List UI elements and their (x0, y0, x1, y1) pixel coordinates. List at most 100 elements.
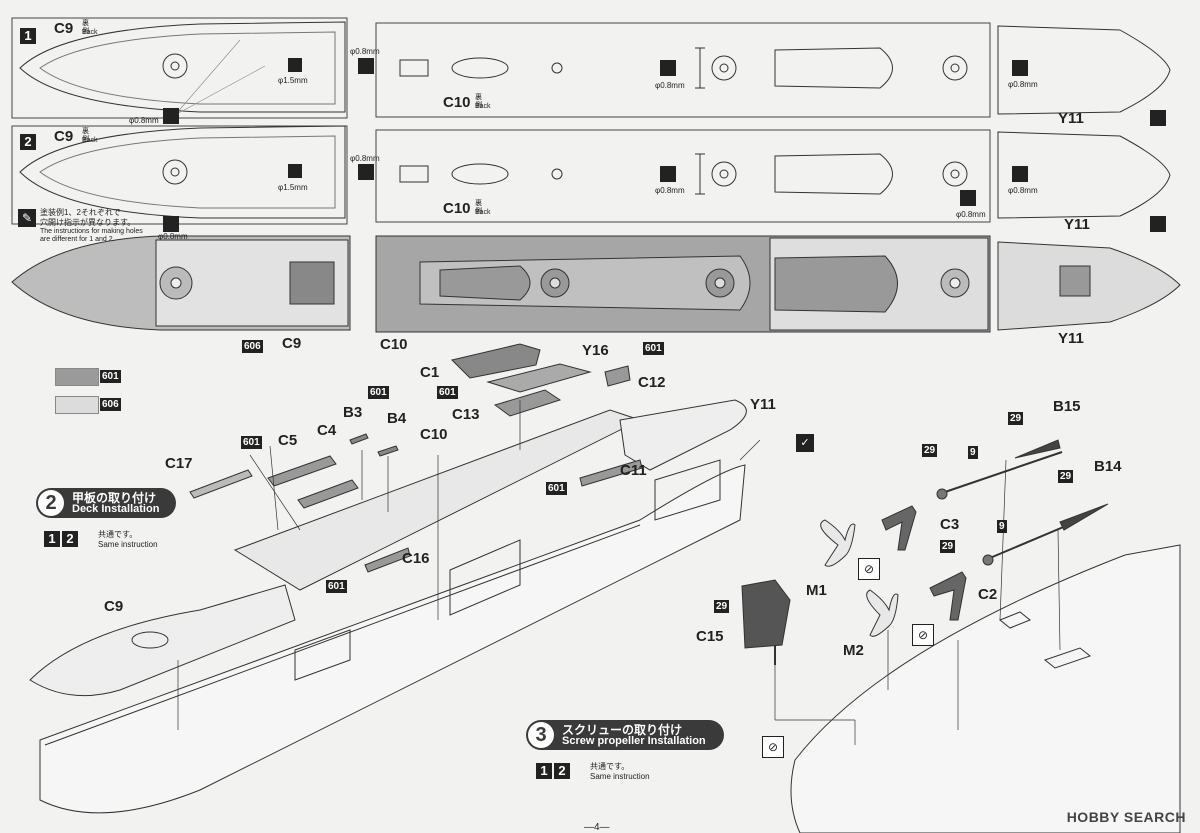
c10-part-label: C10 (443, 94, 471, 111)
step-3-banner: 3 スクリューの取り付け Screw propeller Installatio… (526, 720, 724, 750)
y11-label-row1: Y11 (1058, 110, 1084, 127)
color-code-badge: 9 (968, 446, 978, 459)
color-code-badge: 601 (643, 342, 664, 355)
part-label-c12: C12 (638, 374, 666, 391)
hole-size-label: φ0.8mm (655, 186, 685, 195)
color-code-badge: 29 (1008, 412, 1024, 425)
propeller-drawing (741, 439, 1181, 833)
hole-size-label: φ0.8mm (1008, 186, 1038, 195)
color-code-badge: 601 (368, 386, 389, 399)
drill-markers (163, 58, 1166, 232)
y11-back-view-2 (997, 131, 1171, 219)
hole-size-label: φ0.8mm (350, 47, 380, 56)
c10-label-row1: C10 裏側 Back (443, 94, 491, 112)
same-jp: 共通です。 (590, 762, 630, 771)
back-en: Back (475, 209, 491, 216)
step-2-banner: 2 甲板の取り付け Deck Installation (36, 488, 176, 518)
part-label-m1: M1 (806, 582, 827, 599)
hole-size-label: φ0.8mm (129, 116, 159, 125)
hole-size-label: φ0.8mm (956, 210, 986, 219)
back-jp: 裏側 (475, 94, 482, 109)
part-label-c17: C17 (165, 455, 193, 472)
step-2-number: 2 (38, 490, 64, 516)
c9-back-view-1 (11, 17, 348, 119)
part-label-c15: C15 (696, 628, 724, 645)
c9-label-row2: C9 裏側 Back (54, 128, 98, 146)
option-2-badge: 2 (554, 763, 570, 779)
part-label-c1: C1 (420, 364, 440, 381)
note-en-1: The instructions for making holes (40, 228, 143, 235)
color-code-badge: 29 (940, 540, 956, 553)
step-2-title-jp: 甲板の取り付け (72, 491, 157, 505)
no-glue-icon: ⊘ (762, 736, 784, 758)
step-3-number: 3 (528, 722, 554, 748)
c10-painted-deck (375, 235, 991, 333)
color-code-badge: 601 (546, 482, 567, 495)
step-2-title-en: Deck Installation (72, 503, 160, 515)
color-code-badge: 29 (1058, 470, 1074, 483)
c9-part-label: C9 (54, 20, 74, 37)
part-label-b15: B15 (1053, 398, 1081, 415)
deck-assembly-drawing (29, 343, 747, 814)
color-code-601: 601 (100, 370, 121, 383)
color-code-badge: 601 (437, 386, 458, 399)
part-label-b14: B14 (1094, 458, 1122, 475)
option-2-badge: 2 (62, 531, 78, 547)
y11-back-view-1 (997, 25, 1171, 115)
part-label-c13: C13 (452, 406, 480, 423)
c10-back-view-1 (375, 22, 991, 118)
c9-painted-label: C9 (282, 335, 302, 352)
step-3-title-en: Screw propeller Installation (562, 735, 706, 747)
c10-back-view-2 (375, 129, 991, 223)
color-swatch-601 (55, 368, 99, 386)
note-jp-2: 穴開け指示が異なります。 (40, 218, 136, 227)
propeller-leader-lines (774, 459, 1061, 745)
part-label-c9: C9 (104, 598, 124, 615)
back-jp: 裏側 (82, 20, 89, 35)
c9-label-row1: C9 裏側 Back (54, 20, 98, 38)
c10-part-label: C10 (443, 200, 471, 217)
y11-painted-deck (997, 241, 1181, 331)
hole-size-label: φ0.8mm (1008, 80, 1038, 89)
back-en: Back (82, 137, 98, 144)
back-en: Back (82, 29, 98, 36)
note-jp-1: 塗装例1、2それぞれで (40, 208, 121, 217)
assembly-leader-lines (177, 400, 761, 730)
step-3-title-jp: スクリューの取り付け (562, 723, 683, 737)
part-label-y11: Y11 (750, 396, 776, 413)
part-label-c10: C10 (420, 426, 448, 443)
color-code-badge: 29 (922, 444, 938, 457)
same-en: Same instruction (98, 540, 158, 549)
glue-icon: ✓ (796, 434, 814, 452)
hole-size-label: φ1.5mm (278, 76, 308, 85)
part-label-b3: B3 (343, 404, 363, 421)
hole-size-label: φ0.8mm (158, 232, 188, 241)
option-1-badge: 1 (20, 28, 36, 44)
color-swatch-606 (55, 396, 99, 414)
no-glue-icon: ⊘ (858, 558, 880, 580)
c10-label-row2: C10 裏側 Back (443, 200, 491, 218)
part-label-b4: B4 (387, 410, 407, 427)
color-code-badge: 9 (997, 520, 1007, 533)
c9-part-label: C9 (54, 128, 74, 145)
option-2-badge: 2 (20, 134, 36, 150)
watermark: HOBBY SEARCH (1066, 809, 1186, 825)
color-code-badge: 606 (242, 340, 263, 353)
same-jp: 共通です。 (98, 530, 138, 539)
color-code-606: 606 (100, 398, 121, 411)
part-label-c11: C11 (620, 462, 647, 479)
option-1-badge: 1 (536, 763, 552, 779)
back-jp: 裏側 (82, 128, 89, 143)
color-code-badge: 601 (326, 580, 347, 593)
part-label-c3: C3 (940, 516, 960, 533)
note-en-2: are different for 1 and 2. (40, 236, 115, 243)
paint-brush-icon: ✎ (18, 209, 36, 227)
no-glue-icon: ⊘ (912, 624, 934, 646)
color-code-badge: 601 (241, 436, 262, 449)
option-1-badge: 1 (44, 531, 60, 547)
back-jp: 裏側 (475, 200, 482, 215)
